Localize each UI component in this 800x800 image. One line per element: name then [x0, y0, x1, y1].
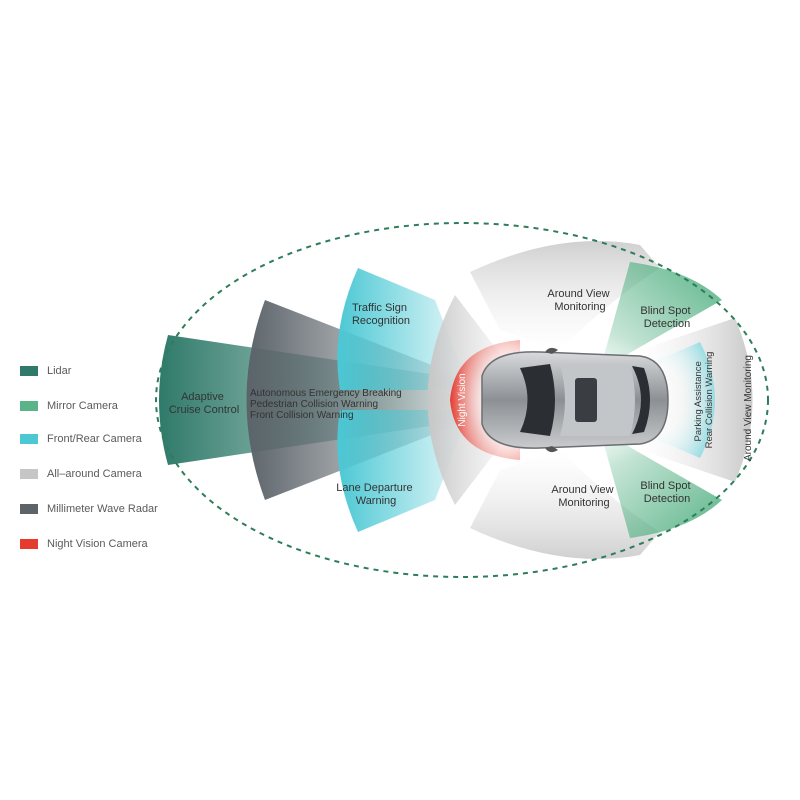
car-top-view [481, 347, 669, 453]
legend-label: Mirror Camera [47, 400, 118, 412]
legend-label: All–around Camera [47, 468, 142, 480]
label-around-view-rear: Around View Monitoring [743, 355, 754, 461]
legend-swatch [20, 469, 38, 479]
label-around-view-bottom: Around View Monitoring [551, 484, 616, 509]
legend-swatch [20, 366, 38, 376]
label-traffic-sign: Traffic Sign Recognition [352, 302, 410, 327]
legend-item-millimeter-wave-radar: Millimeter Wave Radar [20, 500, 158, 518]
legend-swatch [20, 401, 38, 411]
label-adaptive-cruise: Adaptive Cruise Control [169, 391, 239, 416]
label-night-vision: Night Vision [457, 373, 468, 426]
label-around-view-top: Around View Monitoring [547, 288, 612, 313]
zone-labels: Adaptive Cruise Control Autonomous Emerg… [169, 288, 754, 509]
legend-label: Millimeter Wave Radar [47, 503, 158, 515]
legend-item-all-around-camera: All–around Camera [20, 465, 142, 483]
legend-item-front-rear-camera: Front/Rear Camera [20, 430, 142, 448]
legend-label: Lidar [47, 365, 72, 377]
legend-item-night-vision-camera: Night Vision Camera [20, 535, 148, 553]
legend-label: Front/Rear Camera [47, 433, 142, 445]
label-lane-departure: Lane Departure Warning [336, 482, 416, 507]
coverage-boundary [155, 222, 769, 578]
legend-item-mirror-camera: Mirror Camera [20, 397, 118, 415]
label-radar-features: Autonomous Emergency Breaking Pedestrian… [250, 388, 405, 421]
legend-swatch [20, 539, 38, 549]
zone-around-view-bottom [470, 450, 660, 559]
label-blind-spot-top: Blind Spot Detection [640, 305, 693, 330]
zone-radar [246, 300, 470, 500]
label-blind-spot-bottom: Blind Spot Detection [640, 480, 693, 505]
legend-swatch [20, 434, 38, 444]
label-parking: Parking Assistance Rear Collision Warnin… [693, 352, 715, 449]
zone-around-view-top [470, 241, 660, 350]
legend-label: Night Vision Camera [47, 538, 148, 550]
legend-item-lidar: Lidar [20, 362, 71, 380]
legend-swatch [20, 504, 38, 514]
